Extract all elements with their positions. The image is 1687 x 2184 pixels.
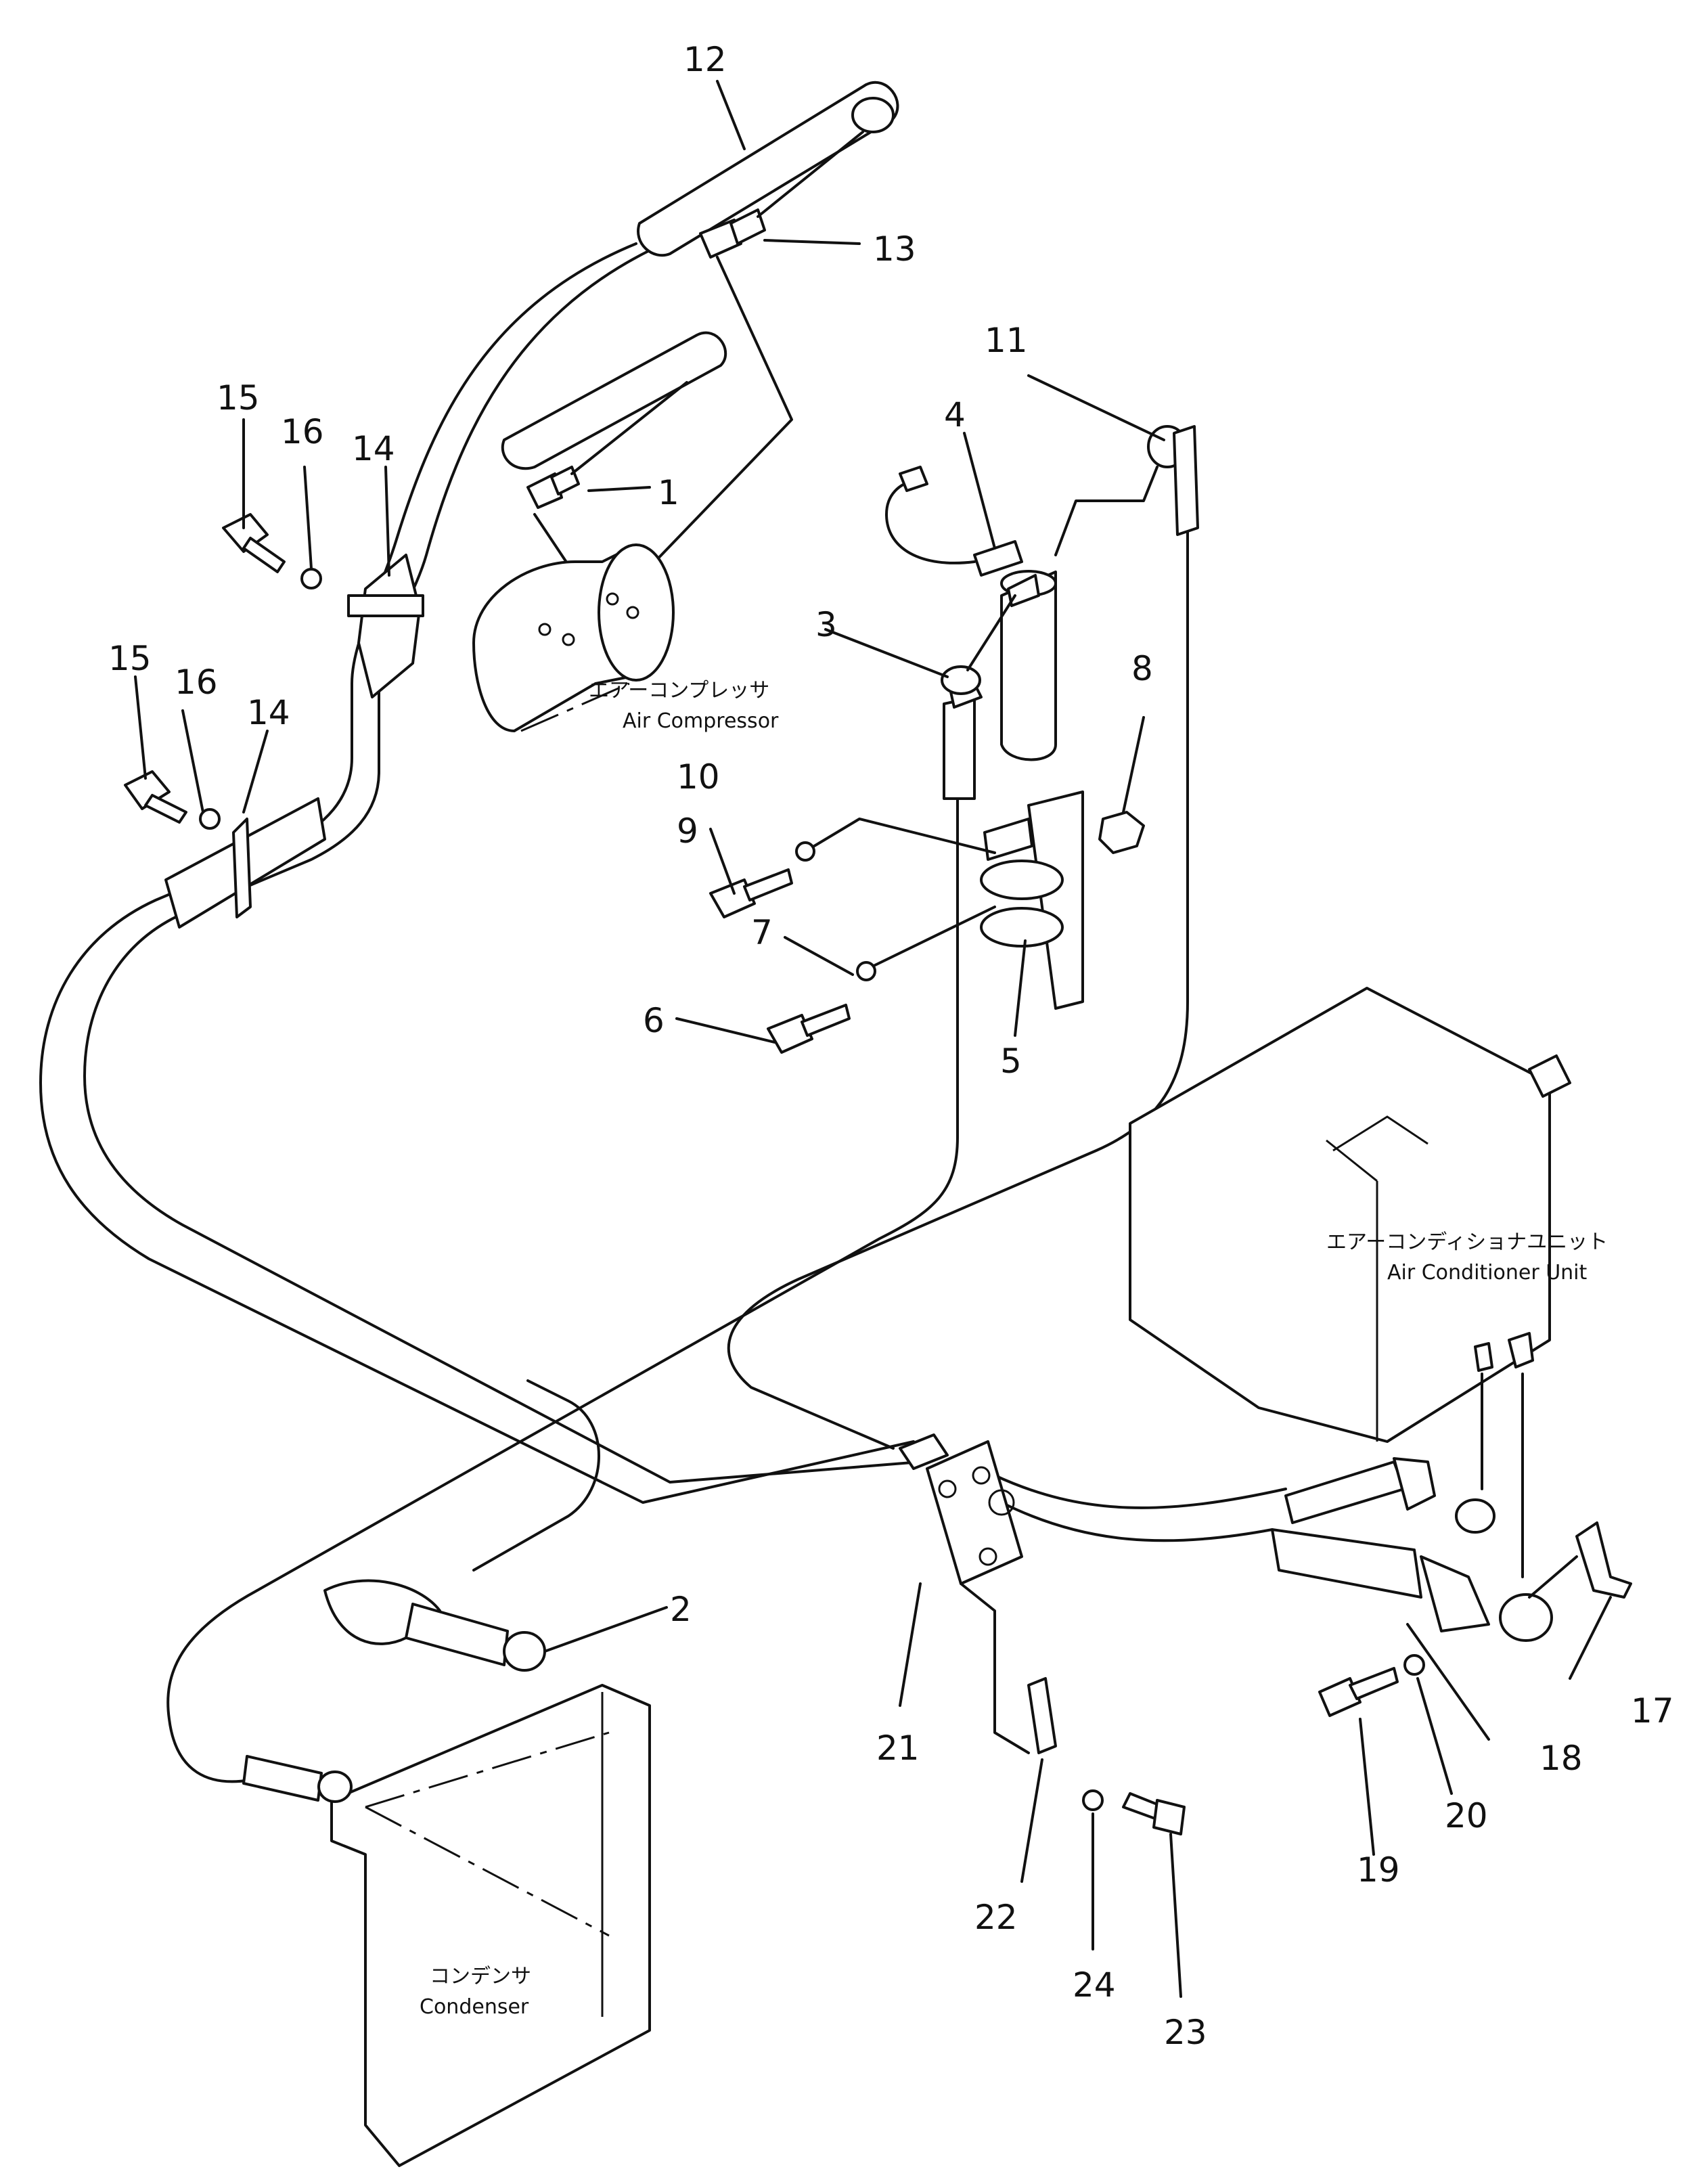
fitting-13 (699, 131, 864, 259)
washer-16-lower (199, 808, 221, 830)
callout-3: 3 (815, 605, 837, 644)
pipe-1 (501, 331, 727, 470)
hose-2 (323, 1579, 546, 1672)
leader-7 (868, 906, 996, 969)
callout-18: 18 (1539, 1739, 1583, 1778)
air-compressor (472, 543, 675, 732)
line-3-receiver (966, 594, 1016, 671)
callout-2: 2 (670, 1590, 692, 1629)
leader-17 (1528, 1555, 1578, 1599)
washer-10 (795, 841, 815, 862)
label-condenser-en: Condenser (420, 1995, 529, 2019)
component-labels: エアーコンプレッサ Air Compressor エアーコンディショナユニット … (420, 679, 1608, 2019)
line-4-11 (1054, 466, 1159, 556)
bolt-15-lower (124, 770, 187, 824)
hose-route-receiver-condenser (472, 1379, 600, 1572)
plate-22 (1027, 1677, 1057, 1754)
callout-1: 1 (658, 473, 679, 512)
label-condenser-jp: コンデンサ (430, 1965, 531, 1988)
hose-condenser-lower (242, 1755, 353, 1803)
pipe-12-end (851, 97, 895, 133)
hose-route-right (727, 527, 1189, 1450)
nut-8 (1098, 811, 1145, 854)
callout-8: 8 (1131, 649, 1153, 688)
hose-route-ac-lower (1000, 1501, 1274, 1542)
callout-14-lower: 14 (247, 693, 290, 732)
bracket-17 (1575, 1521, 1632, 1599)
callout-6: 6 (643, 1001, 665, 1040)
callout-9: 9 (677, 811, 698, 851)
callout-4: 4 (944, 395, 966, 434)
callout-20: 20 (1445, 1796, 1488, 1835)
bolt-6 (767, 1004, 851, 1054)
callout-numbers: 1 2 3 4 5 6 7 8 9 10 11 12 13 14 14 15 1… (108, 40, 1674, 2052)
leader-lines (134, 80, 1612, 1998)
receiver-drier (973, 540, 1057, 761)
callout-19: 19 (1357, 1850, 1400, 1890)
callout-24: 24 (1073, 1965, 1116, 2005)
hose-route-left-outer (39, 242, 915, 1504)
callout-14-upper: 14 (352, 429, 395, 468)
bolt-9 (709, 868, 793, 918)
hose-route-left-inner (83, 249, 922, 1484)
callout-22: 22 (974, 1898, 1018, 1937)
leader-21-22 (960, 1582, 1030, 1754)
callout-13: 13 (873, 229, 916, 269)
callout-21: 21 (876, 1729, 920, 1768)
label-ac-unit-en: Air Conditioner Unit (1387, 1261, 1588, 1285)
label-compressor-en: Air Compressor (623, 709, 779, 733)
washer-16-upper (300, 568, 322, 589)
bracket-5 (980, 790, 1084, 1010)
ac-unit (1129, 987, 1571, 1443)
leader-13-compressor (614, 256, 793, 604)
hose-end-11 (1147, 425, 1199, 536)
clamp-14-upper (347, 554, 424, 698)
callout-17: 17 (1631, 1691, 1674, 1731)
condenser (330, 1684, 651, 2167)
bracket-21 (899, 1433, 1023, 1585)
leader-10 (807, 818, 996, 854)
callout-10: 10 (677, 757, 720, 797)
ac-hose-upper (1284, 1457, 1495, 1534)
label-compressor-jp: エアーコンプレッサ (589, 679, 769, 703)
callout-23: 23 (1164, 2013, 1207, 2052)
washer-24 (1082, 1789, 1104, 1811)
bolt-19 (1318, 1667, 1399, 1717)
clamp-14-lower (164, 797, 326, 929)
hose-route-ac-upper (993, 1474, 1287, 1509)
callout-16-upper: 16 (281, 412, 324, 451)
hose-route-compressor-condenser (166, 797, 959, 1783)
connector-4 (899, 466, 928, 492)
washer-20 (1403, 1654, 1425, 1676)
label-ac-unit-jp: エアーコンディショナユニット (1326, 1230, 1608, 1254)
sensor-wire-4 (885, 479, 976, 564)
hose-end-3 (941, 665, 983, 800)
washer-7 (856, 961, 876, 981)
callout-5: 5 (1000, 1042, 1022, 1081)
callout-11: 11 (985, 321, 1028, 360)
callout-12: 12 (683, 40, 727, 79)
callout-15-upper: 15 (217, 378, 260, 418)
fitting-1 (526, 381, 688, 509)
ac-hose-18 (1271, 1528, 1553, 1642)
bolt-23 (1122, 1792, 1186, 1835)
callout-16-lower: 16 (175, 663, 218, 702)
callout-15-lower: 15 (108, 639, 152, 678)
callout-7: 7 (751, 913, 773, 952)
bolt-15-upper (222, 513, 286, 573)
